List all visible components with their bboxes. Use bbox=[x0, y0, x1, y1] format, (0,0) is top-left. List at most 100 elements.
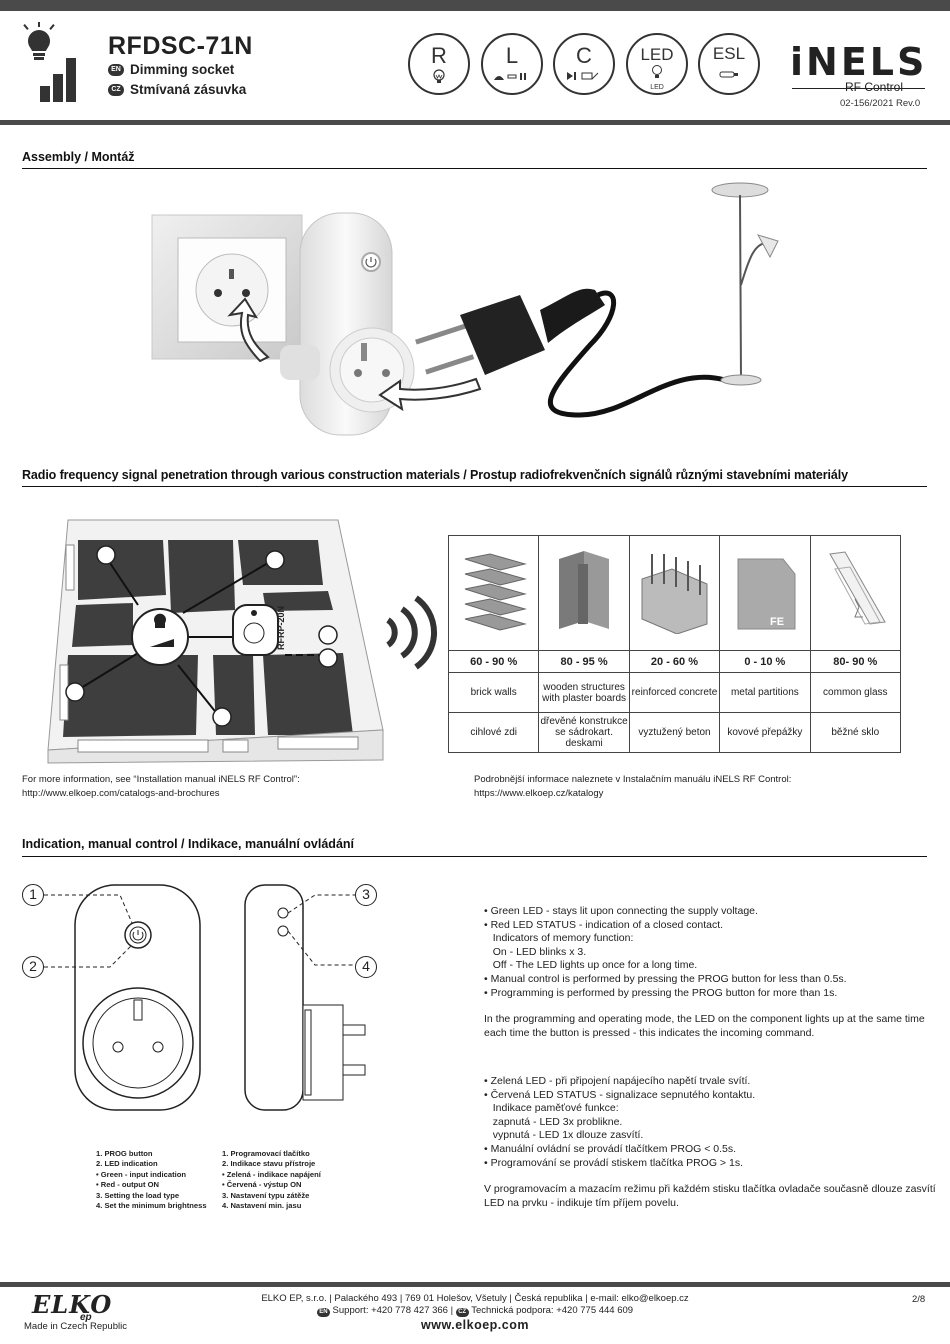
text-cz-line: • Manuální ovládní se provádí tlačítkem … bbox=[484, 1142, 737, 1155]
text-en-line: • Red LED STATUS - indication of a close… bbox=[484, 918, 724, 931]
header-rule bbox=[0, 120, 950, 125]
esl-tube-icon bbox=[719, 71, 738, 78]
legend-en-item: 1. PROG button bbox=[96, 1149, 153, 1158]
subtitle-cz-text: Stmívaná zásuvka bbox=[130, 82, 247, 97]
text-en-line: Indicators of memory function: bbox=[484, 932, 634, 945]
load-type-letter: C bbox=[576, 43, 592, 68]
plug-icon bbox=[415, 288, 605, 375]
info-cz: Podrobnější informace naleznete v Instal… bbox=[474, 773, 791, 801]
metal-sheet-icon: FE bbox=[737, 558, 796, 630]
indication-text-cz: • Zelená LED - při připojení napájecího … bbox=[484, 1075, 936, 1210]
device-front-drawing bbox=[44, 884, 201, 1111]
sad-icon bbox=[318, 648, 338, 668]
legend-en: 1. PROG button 2. LED indication • Green… bbox=[96, 1149, 207, 1211]
website-link[interactable]: www.elkoep.com bbox=[421, 1318, 529, 1332]
info-cz-link[interactable]: https://www.elkoep.cz/katalogy bbox=[474, 788, 604, 799]
text-en-para: each time the button is pressed - this i… bbox=[484, 1026, 815, 1039]
info-en-link[interactable]: http://www.elkoep.com/catalogs-and-broch… bbox=[22, 788, 220, 799]
material-pct: 80- 90 % bbox=[809, 650, 902, 673]
repeater-label: RFRP-20N bbox=[276, 606, 286, 650]
support-en: Support: +420 778 427 366 | bbox=[332, 1305, 454, 1316]
load-type-letter: LED bbox=[640, 45, 674, 64]
assembly-illustration bbox=[151, 182, 779, 436]
en-flag-icon: EN bbox=[316, 1308, 330, 1317]
floorplan-illustration: RFRP-20N bbox=[47, 519, 384, 764]
made-in: Made in Czech Republic bbox=[24, 1321, 127, 1332]
text-cz-line: vypnutá - LED 1x dlouze zasvítí. bbox=[484, 1129, 644, 1142]
load-type-letter: L bbox=[505, 43, 519, 68]
assembly-heading: Assembly / Montáž bbox=[22, 150, 135, 164]
text-cz-para: LED na prvku - indikuje tím příjem povel… bbox=[484, 1196, 679, 1209]
elko-logo: ELKO bbox=[32, 1290, 113, 1319]
material-name-cz: vyztužený beton bbox=[628, 712, 721, 753]
callout-3: 3 bbox=[355, 884, 377, 906]
material-image-cell: FE bbox=[719, 535, 811, 651]
dimmer-node-icon bbox=[131, 608, 189, 666]
legend-cz-item: • Červená - výstup ON bbox=[222, 1180, 302, 1190]
brand-subtitle: RF Control bbox=[845, 80, 904, 94]
brick-wall-icon bbox=[464, 553, 527, 631]
legend-cz-item: 4. Nastavení min. jasu bbox=[222, 1201, 302, 1211]
legend-en-item: 2. LED indication bbox=[96, 1159, 158, 1169]
power-cord bbox=[547, 290, 726, 418]
legend-cz: 1. Programovací tlačítko 2. Indikace sta… bbox=[222, 1149, 321, 1211]
dimming-product-icon bbox=[23, 22, 76, 102]
load-type-letter: ESL bbox=[712, 44, 746, 63]
document-number: 02-156/2021 Rev.0 bbox=[840, 98, 921, 109]
elko-logo-sub: ep bbox=[80, 1312, 92, 1323]
info-en-text: For more information, see “Installation … bbox=[22, 774, 300, 785]
inels-logo: iNELS bbox=[790, 40, 928, 84]
callout-1: 1 bbox=[22, 884, 44, 906]
repeater-node-icon bbox=[232, 604, 279, 656]
text-en-line: Off - The LED lights up once for a long … bbox=[484, 959, 698, 972]
material-name-cz: běžné sklo bbox=[809, 712, 902, 753]
text-cz-line: • Zelená LED - při připojení napájecího … bbox=[484, 1075, 751, 1087]
rf-heading: Radio frequency signal penetration throu… bbox=[22, 468, 848, 482]
smile-icon bbox=[65, 545, 338, 727]
radio-waves-icon bbox=[386, 595, 437, 670]
company-line: ELKO EP, s.r.o. | Palackého 493 | 769 01… bbox=[261, 1293, 689, 1304]
load-type-l: L bbox=[481, 33, 543, 95]
material-name-cz: kovové přepážky bbox=[719, 712, 811, 753]
legend-cz-item: 1. Programovací tlačítko bbox=[222, 1149, 310, 1158]
material-name-en: reinforced concrete bbox=[628, 672, 721, 713]
material-name-en: brick walls bbox=[447, 672, 540, 713]
rf-rule bbox=[22, 486, 927, 487]
load-type-r: R bbox=[408, 33, 470, 95]
product-code: RFDSC-71N bbox=[108, 32, 253, 60]
floor-lamp-icon bbox=[711, 182, 779, 386]
en-flag-icon: EN bbox=[108, 63, 124, 76]
material-image-cell bbox=[447, 535, 540, 651]
material-name-cz: dřevěné konstrukce se sádrokart. deskami bbox=[538, 712, 630, 753]
material-image-cell bbox=[809, 535, 902, 651]
page-number: 2/8 bbox=[912, 1294, 926, 1305]
bulb-icon bbox=[433, 69, 445, 83]
transformer-icon bbox=[494, 73, 526, 80]
load-type-letter: R bbox=[431, 43, 447, 68]
text-en-line: On - LED blinks x 3. bbox=[484, 945, 587, 958]
info-en: For more information, see “Installation … bbox=[22, 773, 300, 801]
material-image-cell bbox=[628, 535, 721, 651]
materials-table: FE 60 - 90 % 80 - 95 % 20 - 60 % 0 - 10 … bbox=[447, 535, 902, 753]
material-name-cz: cihlové zdi bbox=[447, 712, 540, 753]
support-cz: Technická podpora: +420 775 444 609 bbox=[471, 1305, 634, 1316]
legend-cz-item: 3. Nastavení typu zátěže bbox=[222, 1190, 310, 1200]
material-name-en: metal partitions bbox=[719, 672, 811, 713]
top-bar bbox=[0, 0, 950, 11]
indication-heading: Indication, manual control / Indikace, m… bbox=[22, 837, 355, 851]
subtitle-en-text: Dimming socket bbox=[130, 62, 235, 77]
subtitle-en: EN Dimming socket bbox=[108, 62, 234, 77]
glass-icon bbox=[829, 551, 887, 625]
cz-flag-icon: CZ bbox=[108, 83, 124, 96]
wall-socket-icon bbox=[151, 214, 303, 360]
material-name-en: wooden structures with plaster boards bbox=[538, 672, 630, 713]
text-en-line: • Green LED - stays lit upon connecting … bbox=[484, 905, 758, 917]
indication-rule bbox=[22, 856, 927, 857]
concrete-icon bbox=[641, 554, 708, 635]
legend-en-item: 3. Setting the load type bbox=[96, 1190, 180, 1200]
load-type-esl: ESL bbox=[698, 33, 760, 95]
plug-arrow-icon bbox=[378, 377, 482, 412]
text-en-line: • Programming is performed by pressing t… bbox=[484, 986, 838, 999]
led-bulb-icon bbox=[652, 65, 662, 78]
subtitle-cz: CZ Stmívaná zásuvka bbox=[108, 82, 246, 97]
